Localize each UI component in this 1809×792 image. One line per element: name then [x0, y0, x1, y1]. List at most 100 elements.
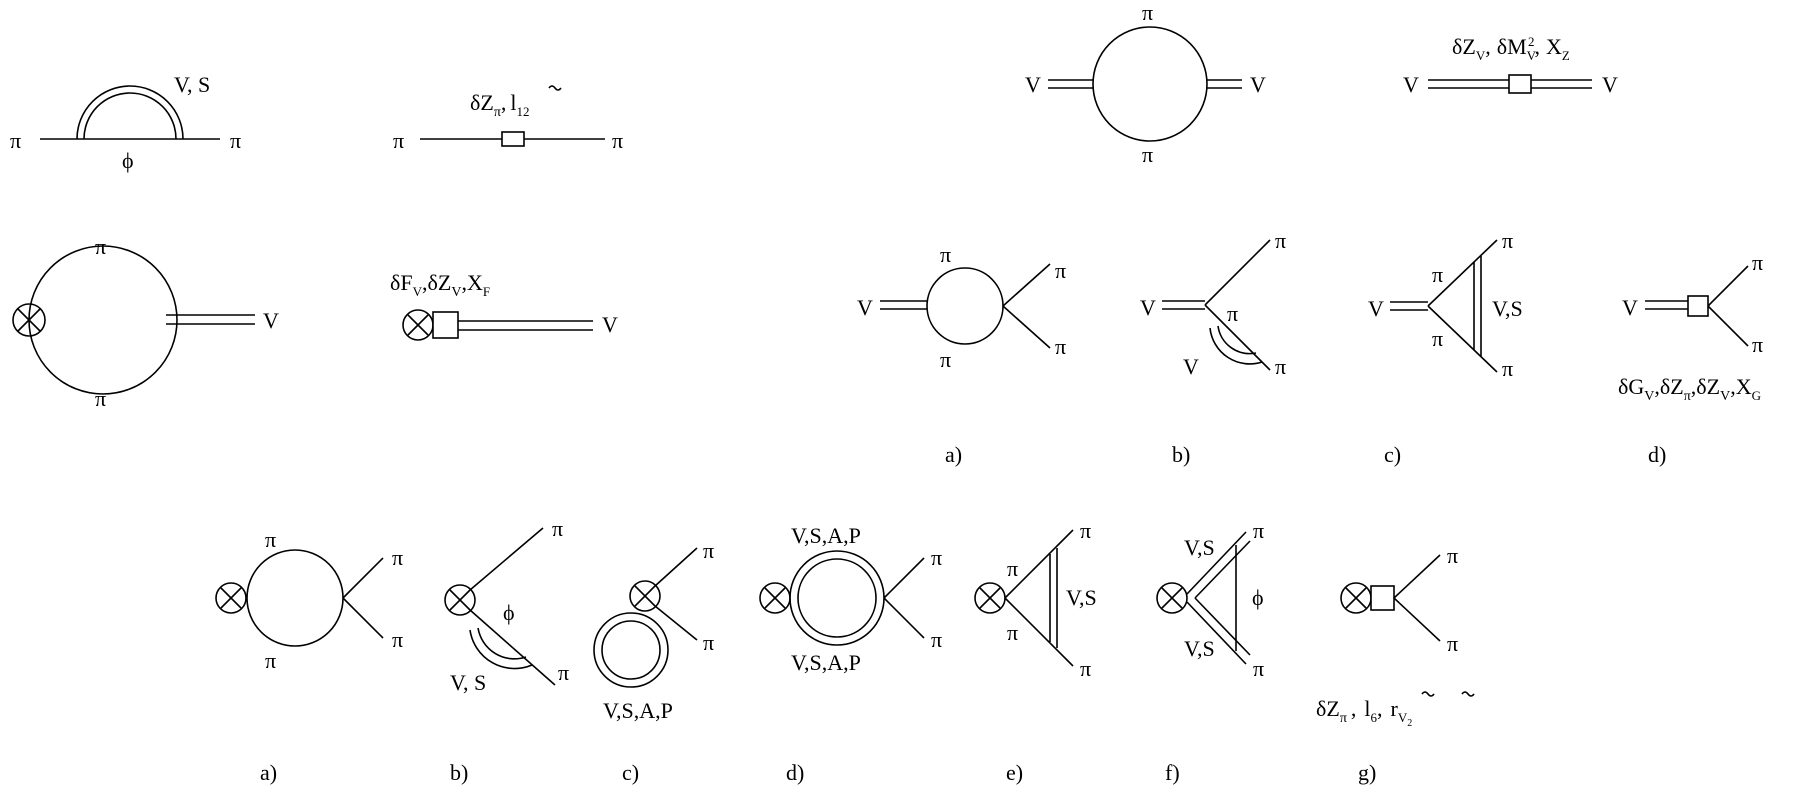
resonance-label: V,S	[1492, 296, 1523, 321]
current-insertion	[215, 582, 247, 614]
panel-label: b)	[450, 760, 468, 785]
pion-label: π	[1432, 326, 1443, 351]
pion-label: π	[10, 128, 21, 153]
current-vector-loop: V π π	[12, 234, 279, 411]
pion-loop	[28, 245, 178, 395]
current-insertion	[444, 584, 476, 616]
resonance-loop-inner	[797, 558, 877, 638]
vector-counterterm: V V δZV,δMV2,XZ	[1403, 34, 1618, 97]
phi-label: ϕ	[503, 600, 515, 625]
pion-loop	[1092, 26, 1208, 142]
pion-label: π	[1502, 228, 1513, 253]
counterterm-box	[1687, 295, 1709, 317]
counterterm-label: δZV,δMV2,XZ	[1452, 34, 1570, 63]
counterterm-box	[432, 311, 459, 339]
jpipi-diagram-c: π π V,S,A,P	[593, 538, 714, 723]
pion-label: π	[265, 648, 276, 673]
jpipi-diagram-a: π π π π	[215, 527, 403, 673]
pion-label: π	[931, 627, 942, 652]
vpipi-diagram-b: V π π π V	[1140, 228, 1286, 379]
counterterm-box	[1508, 74, 1532, 94]
resonance-label: V,S,A,P	[791, 523, 861, 548]
resonance-label: V,S	[1184, 636, 1215, 661]
pion-label: π	[940, 347, 951, 372]
pion-label: π	[703, 630, 714, 655]
vector-label: V	[1250, 72, 1266, 97]
pion-label: π	[1432, 262, 1443, 287]
pion-label: π	[931, 545, 942, 570]
counterterm-label: δZπ,l12	[470, 90, 530, 120]
pion-label: π	[1447, 631, 1458, 656]
pion-label: π	[1502, 356, 1513, 381]
panel-label: a)	[260, 760, 277, 785]
pion-label: π	[1253, 656, 1264, 681]
jpipi-diagram-e: π π π π V,S	[974, 518, 1097, 681]
current-insertion	[12, 303, 46, 337]
pion-label: π	[940, 242, 951, 267]
panel-label: a)	[945, 442, 962, 467]
vector-propagator-outer	[76, 85, 184, 140]
pion-label: π	[1055, 334, 1066, 359]
pion-label: π	[612, 128, 623, 153]
panel-label: c)	[1384, 442, 1401, 467]
pion-label: π	[1007, 620, 1018, 645]
panel-label: d)	[1648, 442, 1666, 467]
pion-label: π	[552, 516, 563, 541]
jpipi-diagram-f: π π V,S V,S ϕ	[1156, 518, 1264, 681]
pion-label: π	[392, 545, 403, 570]
phi-label: ϕ	[1252, 585, 1264, 610]
pion-label: π	[95, 234, 106, 259]
resonance-loop-inner	[601, 620, 661, 680]
panel-label: f)	[1165, 760, 1180, 785]
jpipi-diagram-b: π ϕ π V, S	[444, 516, 569, 695]
resonance-loop-outer	[593, 612, 669, 688]
pion-label: π	[1752, 250, 1763, 275]
current-vector-counterterm: V δFV,δZV,XF	[390, 270, 618, 341]
vector-label: V	[1622, 295, 1638, 320]
resonance-label: V,S	[1184, 535, 1215, 560]
pion-self-energy-loop: π π ϕ V, S	[10, 72, 241, 173]
vector-propagator-inner	[83, 92, 177, 140]
vector-self-energy-loop: V V π π	[1025, 0, 1266, 167]
counterterm-box	[1370, 585, 1395, 611]
tilde-mark	[548, 85, 562, 91]
pion-label: π	[1142, 142, 1153, 167]
vector-label: V	[602, 312, 618, 337]
vpipi-diagram-a: V π π π π	[857, 242, 1066, 372]
panel-label: e)	[1006, 760, 1023, 785]
pion-label: π	[393, 128, 404, 153]
pion-label: π	[1227, 301, 1238, 326]
phi-label: ϕ	[122, 148, 134, 173]
panel-label: d)	[786, 760, 804, 785]
pion-label: π	[1275, 228, 1286, 253]
vector-label: V	[1368, 296, 1384, 321]
pion-label: π	[1080, 518, 1091, 543]
vector-label: V	[263, 308, 279, 333]
pion-label: π	[265, 527, 276, 552]
panel-label: b)	[1172, 442, 1190, 467]
vector-label: V	[1025, 72, 1041, 97]
panel-label: g)	[1358, 760, 1376, 785]
vector-label: V	[857, 295, 873, 320]
resonance-label: V,S,A,P	[791, 650, 861, 675]
counterterm-label: δFV,δZV,XF	[390, 270, 490, 300]
vpipi-diagram-c: V π π π π V,S	[1368, 228, 1523, 381]
pion-label: π	[230, 128, 241, 153]
tilde-mark	[1461, 691, 1475, 697]
pion-label: π	[558, 660, 569, 685]
pion-label: π	[392, 627, 403, 652]
vpipi-diagram-d: V π π δGV,δZπ,δZV,XG	[1618, 250, 1763, 404]
pion-loop	[926, 267, 1004, 345]
panel-label: c)	[622, 760, 639, 785]
pion-label: π	[1142, 0, 1153, 25]
counterterm-label: δZπ,l6,rV2	[1316, 696, 1412, 729]
resonance-label: V, S	[174, 72, 210, 97]
jpipi-diagram-d: V,S,A,P V,S,A,P π π	[759, 523, 942, 675]
vector-label: V	[1140, 295, 1156, 320]
resonance-label: V,S,A,P	[603, 698, 673, 723]
pion-label: π	[1055, 258, 1066, 283]
counterterm-box	[501, 131, 525, 147]
pion-label: π	[1752, 332, 1763, 357]
pion-label: π	[1007, 556, 1018, 581]
